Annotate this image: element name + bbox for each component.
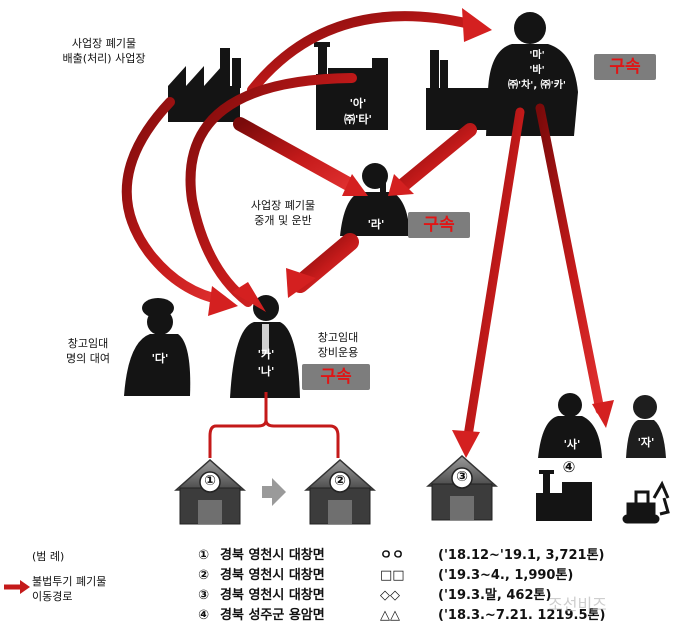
label-ja: '자' xyxy=(637,436,655,449)
location-period: ('18.3.~7.21. 1219.5톤) xyxy=(438,608,606,623)
arrow-ma-ba-to-ra xyxy=(395,123,477,193)
location-name: 경북 성주군 용암면 xyxy=(220,608,325,623)
person-icon-ra xyxy=(340,163,410,236)
legend-arrow-icon xyxy=(4,580,30,594)
arrow-generator-to-ra xyxy=(233,117,359,193)
arrow-generator-to-ma-ba xyxy=(247,11,475,95)
person-icon-ma-ba xyxy=(486,12,578,136)
location-row-1: ① 경북 영천시 대창면 ㅇㅇ ('18.12~'19.1, 3,721톤) xyxy=(198,544,604,563)
bracket-ga-na-to-sites xyxy=(208,392,340,458)
location-mark: △△ xyxy=(380,608,400,623)
location-row-2: ② 경북 영천시 대창면 □□ ('19.3~4., 1,990톤) xyxy=(198,564,573,583)
person-icon-ja xyxy=(626,395,666,458)
location-name: 경북 영천시 대창면 xyxy=(220,548,325,563)
location-row-3: ③ 경북 영천시 대창면 ◇◇ ('19.3.말, 462톤) xyxy=(198,584,551,603)
badge-detained-ra: 구속 xyxy=(408,212,470,238)
gray-arrow-icon xyxy=(262,478,286,506)
label-sa: '사' xyxy=(563,438,581,451)
site-number-3: ③ xyxy=(456,469,468,485)
label-da: '다' xyxy=(151,352,169,365)
person-icon-da xyxy=(124,298,191,396)
location-mark: ◇◇ xyxy=(380,588,400,603)
excavator-icon xyxy=(622,480,670,524)
legend-title: (범 례) xyxy=(32,550,65,563)
badge-detained-ga-na: 구속 xyxy=(302,364,370,390)
factory-icon-site4 xyxy=(536,470,592,521)
label-warehouse-op: 창고임대 장비운용 xyxy=(317,331,359,359)
label-a-ta: '아' ㈜'타' xyxy=(344,97,372,126)
warehouse-icon-site2 xyxy=(304,458,376,525)
label-ga-na: '가' '나' xyxy=(257,348,275,378)
arrow-heads xyxy=(208,8,614,458)
label-ma-ba: '마' '바' ㈜'차', ㈜'카' xyxy=(508,50,566,91)
location-number: ① xyxy=(198,548,210,563)
waste-movement-arrows xyxy=(121,11,605,441)
location-name: 경북 영천시 대창면 xyxy=(220,588,325,603)
location-number: ④ xyxy=(198,608,210,623)
arrow-a-ta-to-ga-na xyxy=(185,73,357,307)
location-number: ③ xyxy=(198,588,210,603)
site-number-1: ① xyxy=(204,473,216,489)
location-period: ('19.3.말, 462톤) xyxy=(438,588,552,603)
location-mark: □□ xyxy=(380,568,405,583)
legend-arrow-text: 불법투기 폐기물 이동경로 xyxy=(32,575,107,603)
watermark: 조선비즈 xyxy=(548,595,607,614)
person-icon-sa xyxy=(538,393,602,458)
location-mark: ㅇㅇ xyxy=(380,548,404,563)
label-ra: '라' xyxy=(367,218,385,231)
location-period: ('18.12~'19.1, 3,721톤) xyxy=(438,548,605,563)
site-number-4: ④ xyxy=(558,460,580,475)
label-warehouse-lend: 창고임대 명의 대여 xyxy=(66,337,110,365)
person-icon-ga-na xyxy=(230,295,300,398)
location-number: ② xyxy=(198,568,210,583)
warehouse-icon-site1 xyxy=(174,458,246,525)
warehouse-icon-site3 xyxy=(426,454,498,521)
site-number-2: ② xyxy=(334,473,346,489)
label-broker: 사업장 폐기물 중개 및 운반 xyxy=(250,199,316,227)
badge-detained-ma-ba: 구속 xyxy=(594,54,656,80)
arrow-ma-ba-to-sa-ja xyxy=(535,103,605,415)
arrow-ma-ba-to-site3 xyxy=(463,107,525,441)
arrow-generator-to-ga-na xyxy=(121,97,227,305)
location-name: 경북 영천시 대창면 xyxy=(220,568,325,583)
location-row-4: ④ 경북 성주군 용암면 △△ ('18.3.~7.21. 1219.5톤) xyxy=(198,604,605,623)
location-period: ('19.3~4., 1,990톤) xyxy=(438,568,574,583)
label-generator: 사업장 폐기물 배출(처리) 사업장 xyxy=(62,37,146,65)
